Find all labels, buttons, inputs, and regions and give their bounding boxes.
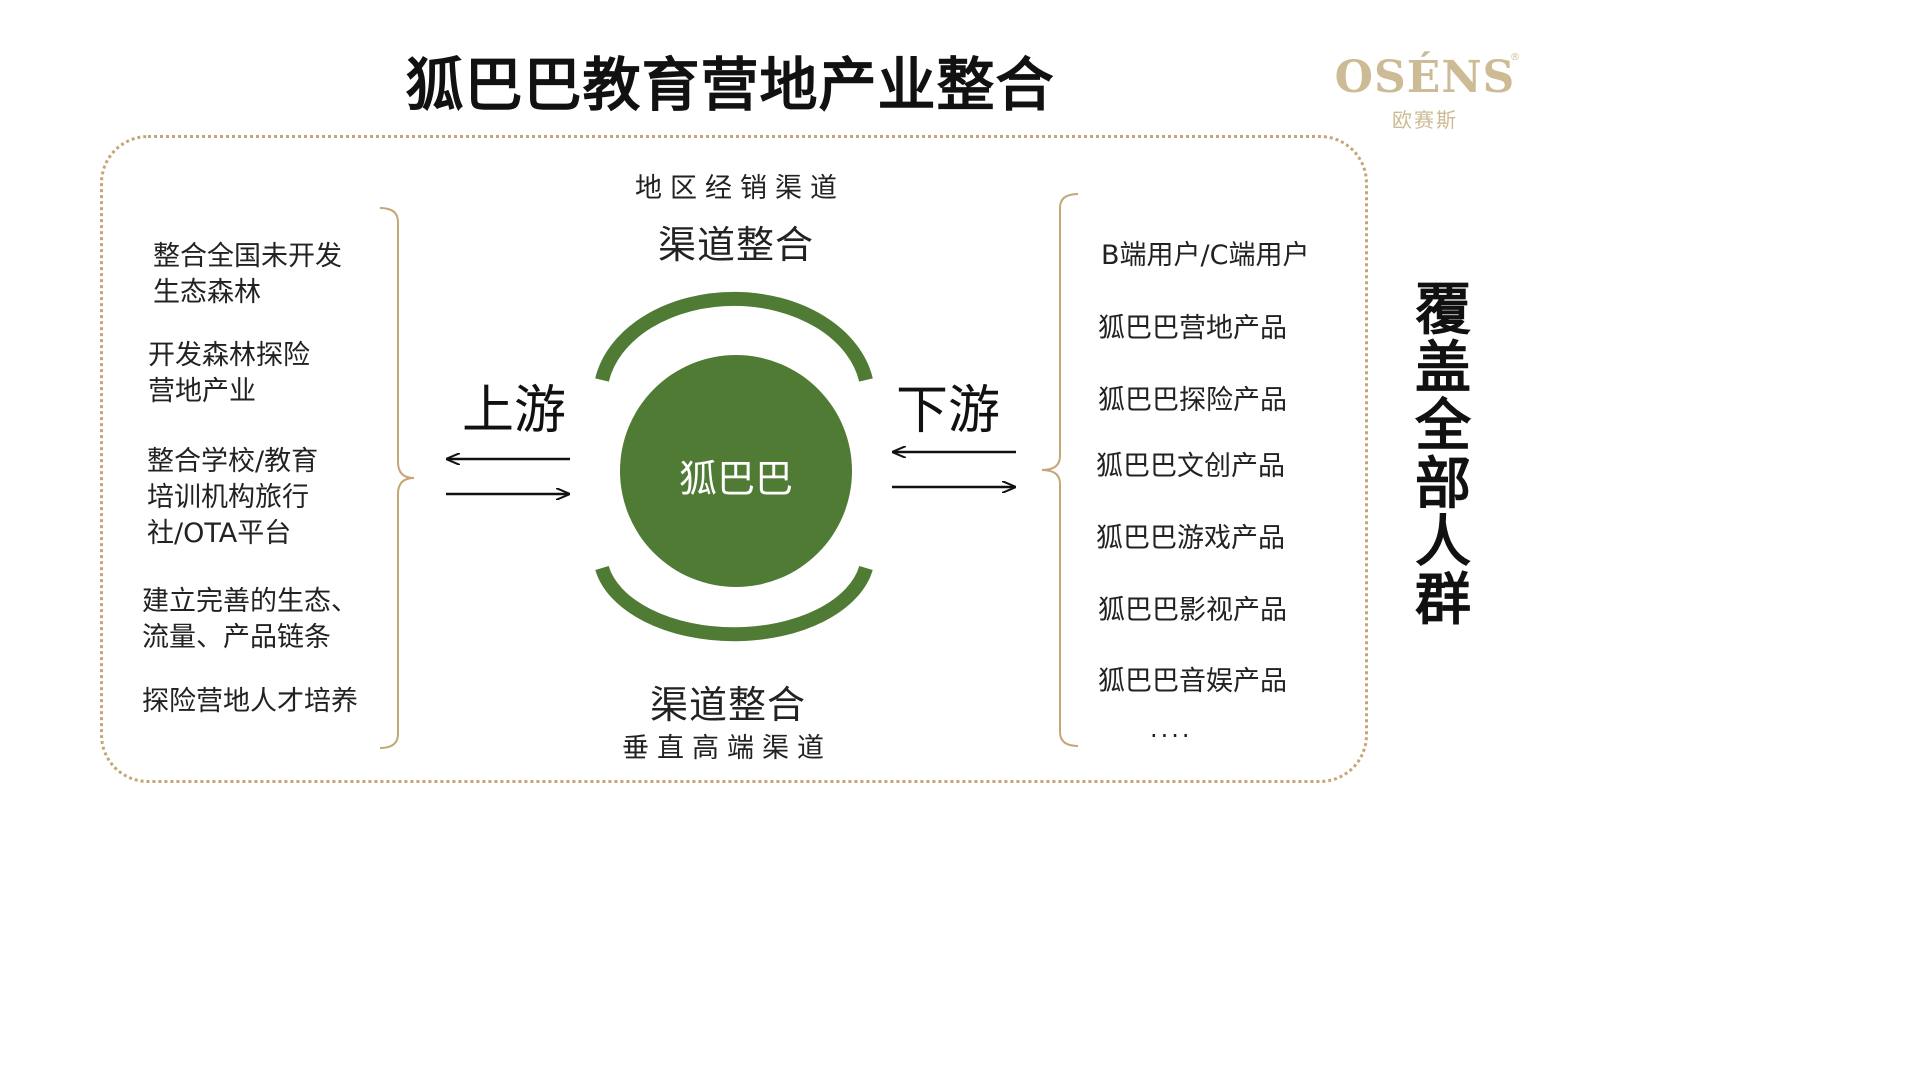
- brand-logo-chinese: 欧赛斯: [1392, 108, 1458, 132]
- coverage-char: 群: [1415, 568, 1471, 633]
- upstream-item-line: 整合全国未开发: [153, 241, 342, 272]
- diagram-frame: [100, 135, 1368, 783]
- center-label: 狐巴巴: [678, 457, 793, 501]
- upstream-item-line: 培训机构旅行: [147, 482, 309, 513]
- coverage-char: 部: [1415, 452, 1471, 517]
- top-arc: [595, 291, 873, 382]
- upstream-item-line: 社/OTA平台: [147, 518, 292, 549]
- upstream-label: 上游: [462, 381, 567, 441]
- more-items-ellipsis: ....: [1150, 715, 1193, 743]
- downstream-label: 下游: [896, 381, 1001, 441]
- page-title: 狐巴巴教育营地产业整合: [405, 51, 1055, 119]
- upstream-item: 探险营地人才培养: [142, 684, 358, 720]
- upstream-item-line: 开发森林探险: [148, 340, 310, 371]
- downstream-item: 狐巴巴营地产品: [1098, 313, 1287, 344]
- upstream-item-line: 整合学校/教育: [147, 446, 319, 477]
- coverage-char: 盖: [1415, 336, 1471, 401]
- top-channel-title: 渠道整合: [658, 223, 815, 267]
- upstream-item: 开发森林探险 营地产业: [148, 338, 310, 410]
- downstream-item: 狐巴巴游戏产品: [1096, 523, 1285, 554]
- coverage-char: 人: [1415, 510, 1471, 575]
- downstream-item: 狐巴巴文创产品: [1096, 451, 1285, 482]
- downstream-item: B端用户/C端用户: [1101, 240, 1310, 271]
- upstream-item: 建立完善的生态、 流量、产品链条: [142, 584, 358, 656]
- bottom-arc: [595, 565, 873, 642]
- upstream-item-line: 流量、产品链条: [142, 622, 331, 653]
- upstream-item: 整合全国未开发 生态森林: [153, 239, 342, 311]
- top-channel-subtitle: 地区经销渠道: [635, 173, 845, 204]
- downstream-item: 狐巴巴音娱产品: [1098, 666, 1287, 697]
- coverage-char: 全: [1415, 394, 1471, 459]
- bottom-channel-title: 渠道整合: [650, 683, 807, 727]
- diagram-graphics: [379, 193, 1079, 749]
- upstream-item-line: 营地产业: [148, 376, 256, 407]
- upstream-item-line: 探险营地人才培养: [142, 686, 358, 717]
- brand-logo: OSÉNS: [1334, 52, 1516, 103]
- bottom-channel-subtitle: 垂直高端渠道: [622, 733, 832, 764]
- center-circle: [620, 355, 852, 587]
- upstream-item: 整合学校/教育 培训机构旅行 社/OTA平台: [147, 444, 318, 552]
- upstream-item-line: 生态森林: [153, 277, 261, 308]
- downstream-item: 狐巴巴探险产品: [1098, 385, 1287, 416]
- coverage-label: 覆 盖 全 部 人 群: [1412, 282, 1474, 630]
- registered-mark: ®: [1510, 52, 1520, 63]
- coverage-char: 覆: [1415, 278, 1471, 343]
- right-brace: [1041, 193, 1079, 747]
- left-brace: [379, 207, 415, 749]
- downstream-item: 狐巴巴影视产品: [1098, 595, 1287, 626]
- upstream-item-line: 建立完善的生态、: [142, 586, 358, 617]
